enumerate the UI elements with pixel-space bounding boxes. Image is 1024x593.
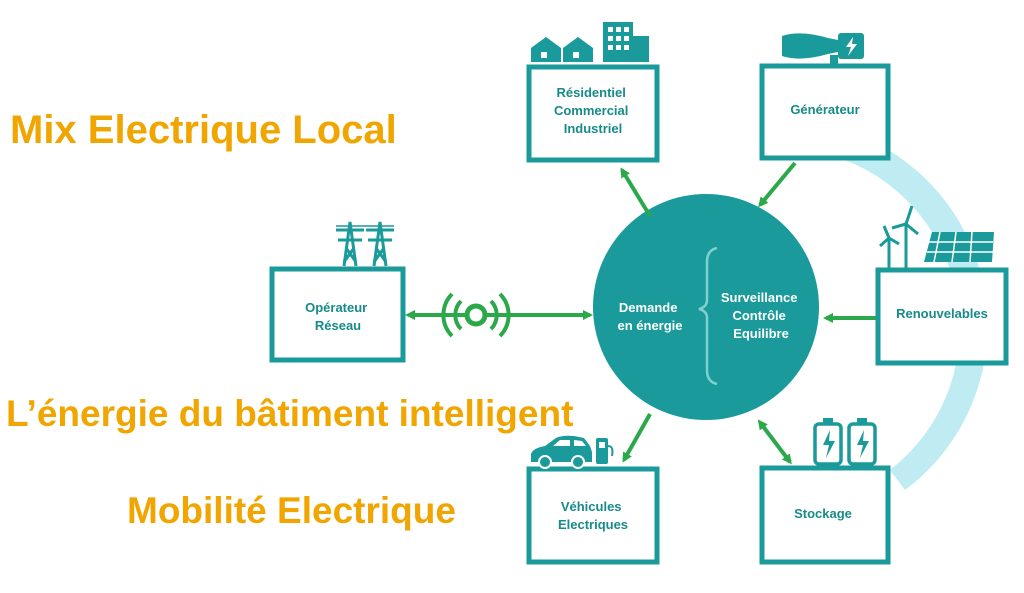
power-pylon-icon (336, 221, 394, 267)
hub-left-line-2: en énergie (617, 318, 682, 333)
node-vehicules-label: Véhicules Electriques (558, 499, 628, 532)
node-operateur-line-1: Opérateur (305, 300, 367, 315)
node-operateur: Opérateur Réseau (269, 221, 406, 363)
node-generateur-label: Générateur (790, 102, 859, 117)
node-renouvelables-label: Renouvelables (896, 306, 988, 321)
headline-mobilite: Mobilité Electrique (127, 490, 456, 531)
arrow-to-vehicules (622, 413, 652, 463)
node-stockage-line-1: Stockage (794, 506, 852, 521)
node-generateur-line-1: Générateur (790, 102, 859, 117)
node-stockage: Stockage (759, 418, 891, 565)
wind-solar-icon (879, 205, 994, 270)
node-vehicules-line-1: Véhicules (561, 499, 622, 514)
hub-right-line-2: Contrôle (732, 308, 785, 323)
node-renouvelables-line-1: Renouvelables (896, 306, 988, 321)
hub-circle (593, 194, 819, 420)
arrow-from-generateur (758, 161, 797, 208)
electric-car-icon (531, 435, 614, 469)
battery-icon (813, 418, 877, 466)
node-vehicules: Véhicules Electriques (526, 435, 660, 565)
node-operateur-line-2: Réseau (315, 318, 361, 333)
node-stockage-label: Stockage (794, 506, 852, 521)
node-residentiel: Résidentiel Commercial Industriel (526, 22, 660, 163)
buildings-icon (531, 22, 649, 62)
hub-right-text: Surveillance Contrôle Equilibre (721, 290, 801, 341)
headline-mix: Mix Electrique Local (10, 108, 397, 152)
node-residentiel-line-2: Commercial (554, 103, 628, 118)
node-operateur-label: Opérateur Réseau (305, 300, 371, 333)
node-vehicules-line-2: Electriques (558, 517, 628, 532)
hub-brace (698, 246, 718, 386)
hub-right-line-1: Surveillance (721, 290, 798, 305)
arrow-to-residentiel (620, 167, 652, 218)
hub-right-line-3: Equilibre (733, 326, 789, 341)
wireless-signal-icon (441, 292, 511, 338)
node-generateur: Générateur (759, 33, 891, 161)
hub-left-line-1: Demande (619, 300, 678, 315)
node-residentiel-line-1: Résidentiel (557, 85, 626, 100)
generator-icon (782, 33, 864, 66)
hub-left-text: Demande en énergie (617, 300, 682, 333)
connection-arc (845, 135, 988, 490)
arrow-stockage (757, 419, 792, 465)
node-residentiel-line-3: Industriel (564, 121, 623, 136)
node-residentiel-label: Résidentiel Commercial Industriel (554, 85, 632, 136)
headline-batiment: L’énergie du bâtiment intelligent (6, 393, 574, 434)
node-renouvelables: Renouvelables (875, 205, 1009, 366)
